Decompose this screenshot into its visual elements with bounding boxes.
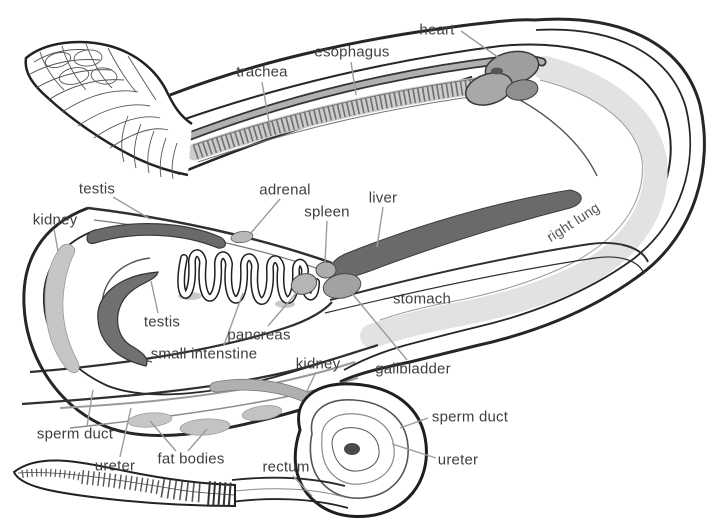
label-trachea: trachea — [236, 63, 288, 81]
right-lung-band — [360, 56, 668, 348]
spleen-organ — [315, 261, 337, 279]
snake-head — [24, 40, 193, 180]
label-small-intestine: small intenstine — [150, 345, 258, 363]
leader-pancreas — [267, 290, 299, 327]
label-kidney-upper: kidney — [32, 211, 78, 229]
label-pancreas: pancreas — [227, 326, 291, 344]
label-kidney-lower: kidney — [295, 355, 341, 373]
leader-gallbladder — [349, 290, 408, 361]
leader-kidney-upper — [53, 228, 59, 252]
label-stomach: stomach — [392, 290, 452, 308]
leader-testis-lower — [150, 280, 159, 314]
leader-spleen — [324, 220, 328, 264]
liver-organ — [329, 189, 582, 279]
leader-testis-upper — [112, 196, 151, 220]
label-adrenal: adrenal — [259, 181, 311, 199]
testis-lower-organ — [97, 271, 159, 367]
kidney-upper-organ — [44, 243, 80, 374]
tail-loop-coil — [293, 382, 428, 519]
heart-organ — [464, 50, 540, 106]
leader-sperm-duct-right — [399, 417, 429, 429]
stomach-band-lines — [324, 242, 649, 314]
label-sperm-duct-right: sperm duct — [431, 408, 509, 426]
label-testis-upper: testis — [78, 180, 116, 198]
leader-fat-bodies — [149, 420, 208, 452]
leader-lines — [53, 30, 500, 497]
head-scales — [29, 43, 178, 180]
label-gallbladder: gallbladder — [375, 360, 451, 378]
leader-liver — [376, 206, 384, 248]
rectum-tube — [229, 476, 349, 509]
label-liver: liver — [368, 189, 398, 207]
leader-trachea — [261, 81, 272, 134]
leader-ureter-right — [391, 443, 437, 459]
testis-upper-organ — [86, 222, 226, 249]
leader-sperm-duct-left — [86, 389, 94, 427]
leader-kidney-lower — [305, 371, 317, 394]
leader-ureter-left — [119, 407, 132, 458]
label-testis-lower: testis — [143, 313, 181, 331]
leader-small-intestine — [223, 292, 244, 346]
label-esophagus: esophagus — [314, 43, 390, 61]
leader-rectum — [292, 475, 313, 497]
label-spleen: spleen — [304, 203, 350, 221]
fat-bodies-organ — [127, 292, 295, 436]
kidney-lower-organ — [209, 378, 314, 403]
label-fat-bodies: fat bodies — [157, 450, 225, 468]
trachea-band — [186, 76, 491, 163]
small-intestine-coils — [177, 249, 320, 305]
leader-esophagus — [350, 61, 357, 96]
leader-heart — [460, 30, 500, 59]
pancreas-organ — [290, 273, 318, 295]
label-ureter-left: ureter — [94, 457, 136, 475]
tail — [12, 459, 236, 508]
label-rectum: rectum — [262, 458, 310, 476]
label-ureter-right: ureter — [437, 451, 479, 469]
label-heart: heart — [419, 21, 455, 39]
leader-adrenal — [249, 198, 281, 235]
label-sperm-duct-left: sperm duct — [36, 425, 114, 443]
adrenal-organ — [230, 230, 254, 244]
